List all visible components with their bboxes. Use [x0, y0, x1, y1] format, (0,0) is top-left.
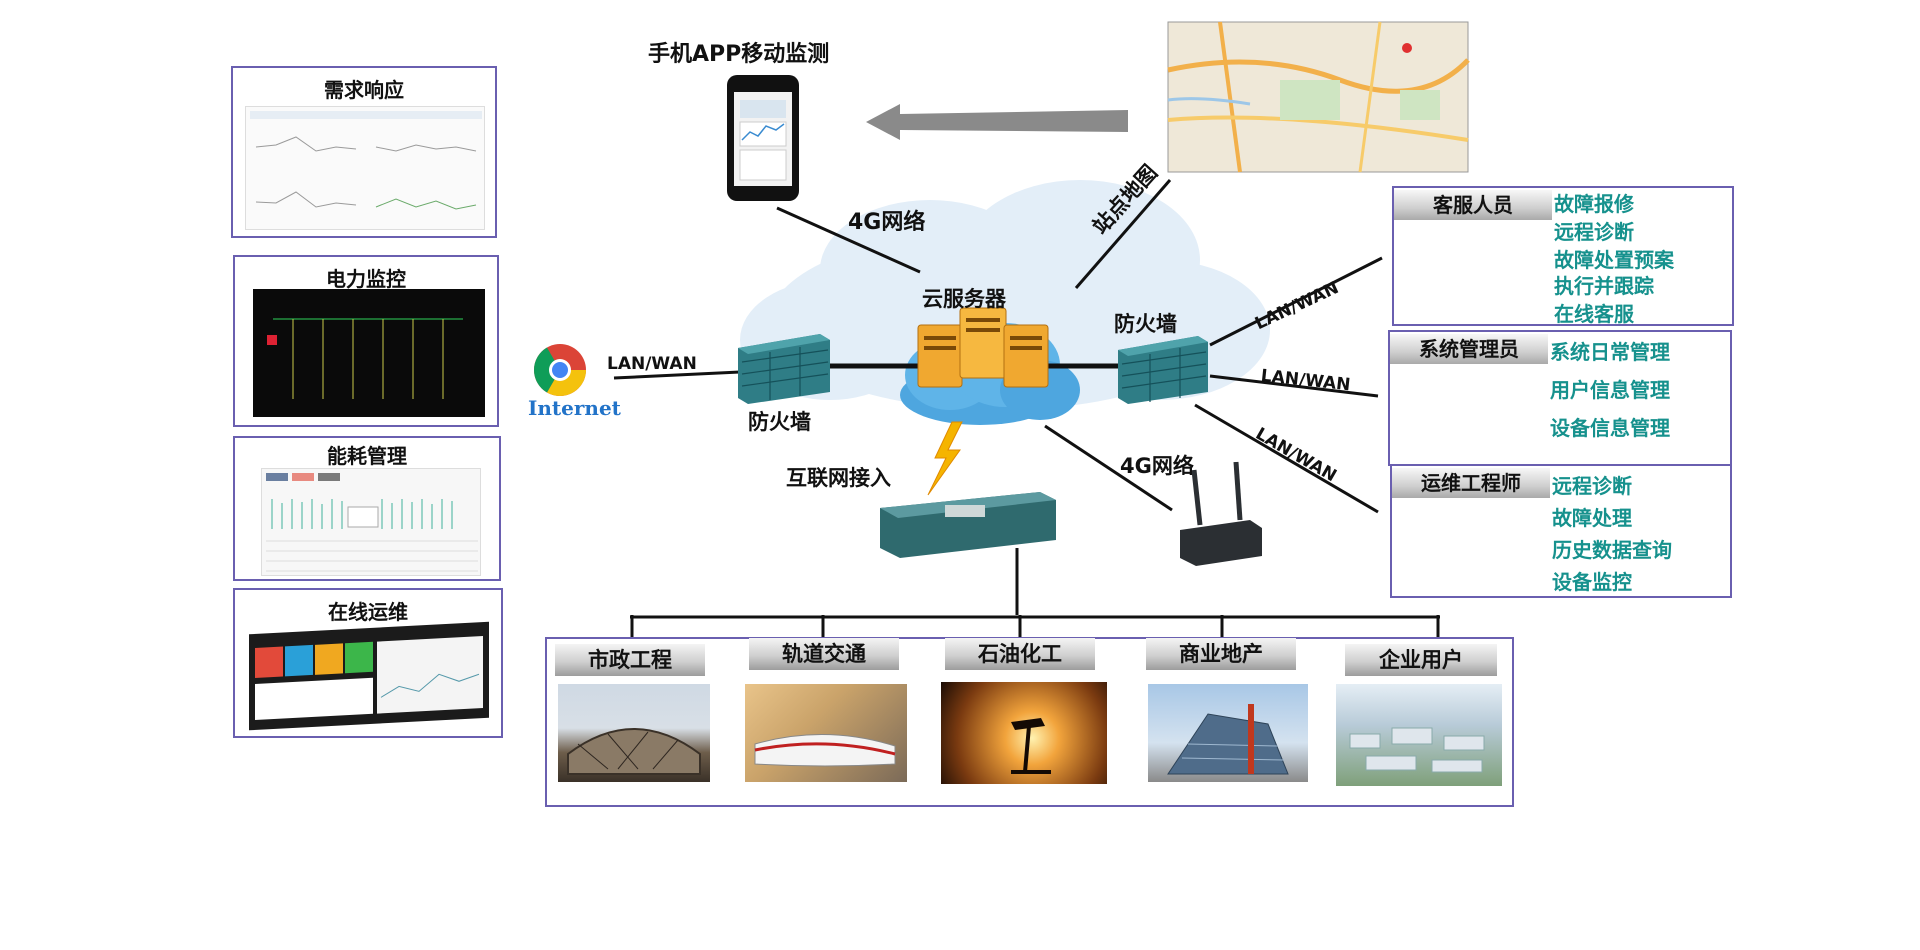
role-title: 运维工程师	[1392, 468, 1550, 498]
industry-label-rail: 轨道交通	[749, 638, 899, 670]
role-title: 客服人员	[1394, 190, 1552, 220]
industry-label-petrochem: 石油化工	[945, 638, 1095, 670]
net-4g-top-label: 4G网络	[848, 210, 926, 235]
role-item: 系统日常管理	[1550, 340, 1670, 364]
line-internet-firewall	[613, 370, 741, 380]
line-fw-role3	[1194, 403, 1379, 514]
panel-energy-management: 能耗管理	[233, 436, 501, 581]
role-item: 历史数据查询	[1552, 538, 1672, 562]
arrow-map-to-phone	[866, 104, 1128, 140]
role-item: 用户信息管理	[1550, 378, 1670, 402]
server-stack-icon	[917, 307, 1049, 388]
line-fw-role2	[1209, 374, 1379, 398]
role-item: 故障处理	[1552, 506, 1632, 530]
role-ops-engineer: 运维工程师 远程诊断 故障处理 历史数据查询 设备监控	[1390, 464, 1732, 598]
line-phone-cloud	[776, 206, 921, 274]
ops-dashboard-thumbnail	[249, 621, 489, 731]
panel-title: 能耗管理	[327, 444, 407, 468]
app-label: 手机APP移动监测	[648, 42, 830, 67]
line-cloud-4g	[1044, 424, 1173, 512]
firewall-left-icon	[738, 334, 830, 404]
panel-demand-response: 需求响应	[231, 66, 497, 238]
firewall-right-label: 防火墙	[1114, 312, 1177, 336]
chrome-icon	[534, 344, 586, 396]
panel-power-monitoring: 电力监控	[233, 255, 499, 427]
panel-title: 电力监控	[326, 267, 406, 291]
power-scada-thumbnail	[253, 289, 485, 417]
photo-petrochem	[941, 682, 1107, 784]
role-item: 设备监控	[1552, 570, 1632, 594]
gateway-device-icon	[880, 492, 1056, 558]
line-fw-role1	[1209, 256, 1383, 347]
role-item: 在线客服	[1554, 302, 1634, 326]
photo-municipal	[558, 684, 710, 782]
role-item: 执行并跟踪	[1554, 274, 1654, 298]
internet-logo-text: Internet	[528, 396, 621, 420]
role-customer-service: 客服人员 故障报修 远程诊断 故障处置预案 执行并跟踪 在线客服	[1392, 186, 1734, 326]
smartphone-icon	[727, 75, 799, 201]
industry-label-enterprise: 企业用户	[1345, 644, 1497, 676]
firewall-left-label: 防火墙	[748, 410, 811, 434]
role-item: 故障报修	[1554, 192, 1634, 216]
photo-commercial	[1148, 684, 1308, 782]
lan-wan-left-label: LAN/WAN	[607, 354, 697, 374]
role-item: 设备信息管理	[1550, 416, 1670, 440]
internet-access-label: 互联网接入	[786, 466, 891, 490]
map-thumbnail	[1167, 21, 1470, 173]
industry-label-commercial: 商业地产	[1146, 638, 1296, 670]
panel-title: 需求响应	[324, 78, 404, 102]
line-map-cloud	[1074, 179, 1172, 289]
photo-rail	[745, 684, 907, 782]
lightning-icon	[927, 421, 963, 496]
industry-label-municipal: 市政工程	[555, 644, 705, 676]
panel-title: 在线运维	[328, 600, 408, 624]
energy-dashboard-thumbnail	[261, 468, 481, 576]
role-title: 系统管理员	[1390, 334, 1548, 364]
cloud-server-label: 云服务器	[922, 287, 1006, 311]
photo-enterprise	[1336, 684, 1502, 786]
demand-dashboard-thumbnail	[245, 106, 485, 230]
role-item: 故障处置预案	[1554, 248, 1674, 272]
panel-online-ops: 在线运维	[233, 588, 503, 738]
net-4g-bottom-label: 4G网络	[1120, 454, 1194, 478]
router-4g-icon	[1180, 461, 1262, 566]
role-system-admin: 系统管理员 系统日常管理 用户信息管理 设备信息管理	[1388, 330, 1732, 466]
role-item: 远程诊断	[1552, 474, 1632, 498]
firewall-right-icon	[1118, 336, 1208, 404]
role-item: 远程诊断	[1554, 220, 1634, 244]
